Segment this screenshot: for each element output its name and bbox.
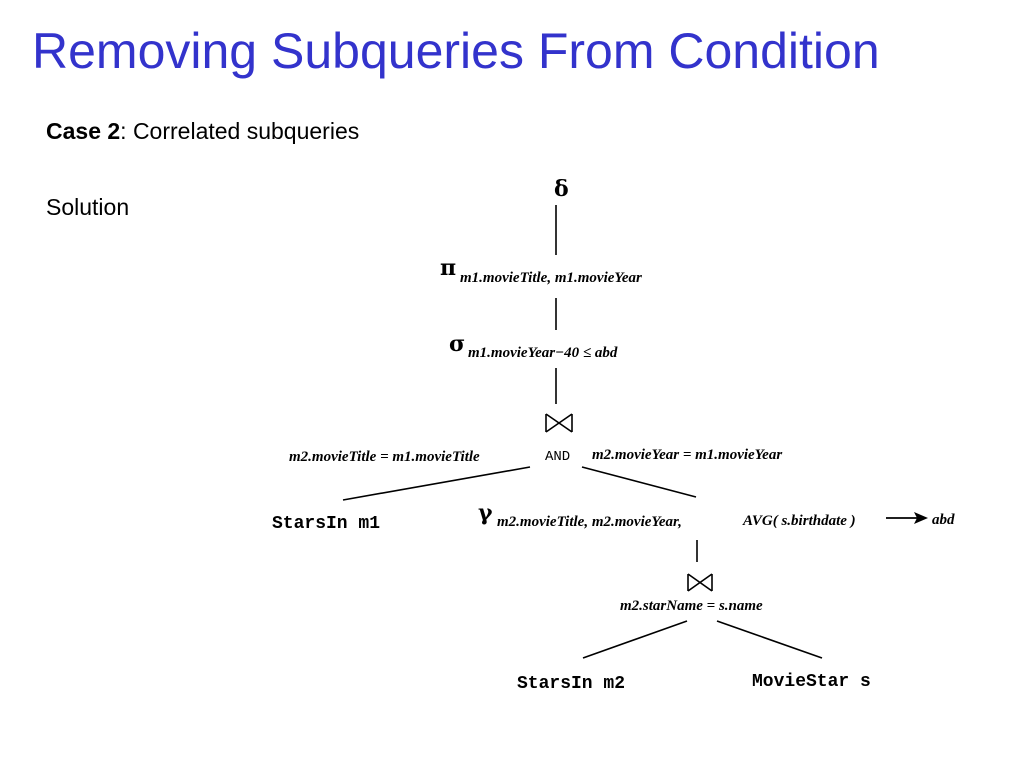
- gamma-aggregate: AVG( s.birthdate ): [742, 513, 856, 529]
- case-label: Case 2: [46, 118, 121, 144]
- edge-join-starsin-m1: [342, 466, 531, 501]
- join-condition-left: m2.movieTitle = m1.movieTitle: [289, 449, 480, 465]
- sigma-symbol: σ: [449, 331, 465, 357]
- case-heading: Case 2: Correlated subqueries: [46, 118, 359, 145]
- solution-label: Solution: [46, 194, 130, 220]
- arrow-icon: [886, 512, 928, 524]
- bottom-join-condition: m2.starName = s.name: [620, 598, 763, 614]
- join-icon-top: [545, 413, 573, 433]
- leaf-moviestar-s: MovieStar s: [752, 672, 871, 692]
- edge-join-moviestar: [716, 620, 823, 659]
- pi-symbol: π: [440, 255, 456, 281]
- gamma-alias: abd: [932, 512, 955, 528]
- slide-title: Removing Subqueries From Condition: [32, 23, 880, 79]
- pi-attributes: m1.movieTitle, m1.movieYear: [460, 270, 642, 286]
- leaf-starsin-m2: StarsIn m2: [517, 674, 625, 694]
- join-condition-right: m2.movieYear = m1.movieYear: [592, 447, 782, 463]
- gamma-symbol: γ: [478, 500, 493, 526]
- edge-join-gamma: [581, 466, 697, 498]
- gamma-grouping: m2.movieTitle, m2.movieYear,: [497, 514, 682, 530]
- leaf-starsin-m1: StarsIn m1: [272, 514, 380, 534]
- join-condition-and: AND: [545, 449, 570, 465]
- delta-symbol: δ: [554, 176, 569, 202]
- case-description: : Correlated subqueries: [120, 118, 360, 144]
- join-icon-bottom: [687, 573, 713, 592]
- sigma-condition: m1.movieYear−40 ≤ abd: [468, 345, 618, 361]
- edge-join-starsin-m2: [582, 620, 688, 659]
